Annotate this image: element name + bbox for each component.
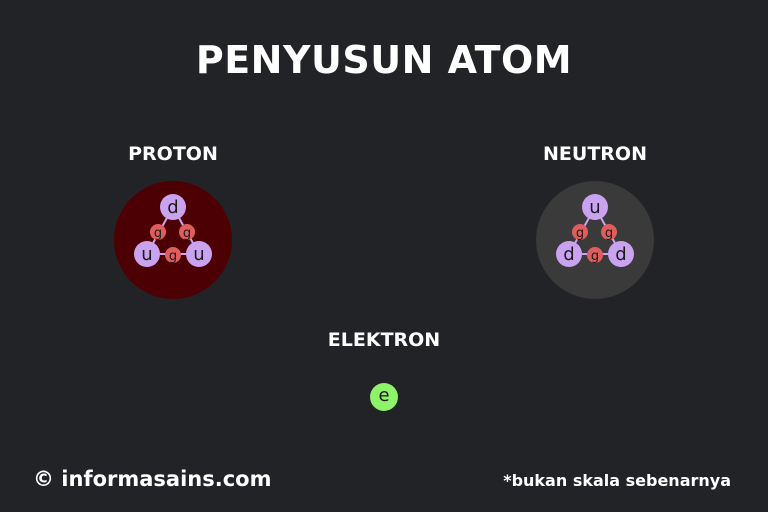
scale-note: *bukan skala sebenarnya	[503, 471, 731, 490]
neutron-quark-structure: g g g u d d	[556, 194, 634, 267]
quark	[134, 241, 160, 267]
quark-symbol: u	[141, 244, 152, 265]
copyright-text: © informasains.com	[33, 467, 272, 491]
page-title: PENYUSUN ATOM	[195, 38, 573, 82]
neutron-diagram: g g g u d d	[536, 181, 654, 299]
gluon-symbol: g	[591, 249, 599, 264]
electron-label: ELEKTRON	[327, 329, 441, 351]
gluon-symbol: g	[154, 226, 162, 241]
quark	[186, 241, 212, 267]
neutron-label: NEUTRON	[543, 143, 647, 165]
gluon-symbol: g	[169, 249, 177, 264]
quark	[160, 194, 186, 220]
quark-symbol: u	[193, 244, 204, 265]
proton-label: PROTON	[128, 143, 218, 165]
quark	[608, 241, 634, 267]
quark	[582, 194, 608, 220]
gluon	[179, 224, 195, 240]
proton-diagram: g g g d u u	[114, 181, 232, 299]
gluon	[601, 224, 617, 240]
quark	[556, 241, 582, 267]
gluon-symbol: g	[605, 226, 613, 241]
quark-symbol: u	[589, 197, 600, 218]
gluon-symbol: g	[183, 226, 191, 241]
gluon	[165, 247, 181, 263]
gluon	[572, 224, 588, 240]
quark-symbol: d	[167, 197, 178, 218]
gluon-symbol: g	[576, 226, 584, 241]
gluon	[150, 224, 166, 240]
electron-symbol: e	[370, 383, 398, 411]
quark-symbol: d	[563, 244, 574, 265]
gluon	[587, 247, 603, 263]
proton-quark-structure: g g g d u u	[134, 194, 212, 267]
quark-symbol: d	[615, 244, 626, 265]
